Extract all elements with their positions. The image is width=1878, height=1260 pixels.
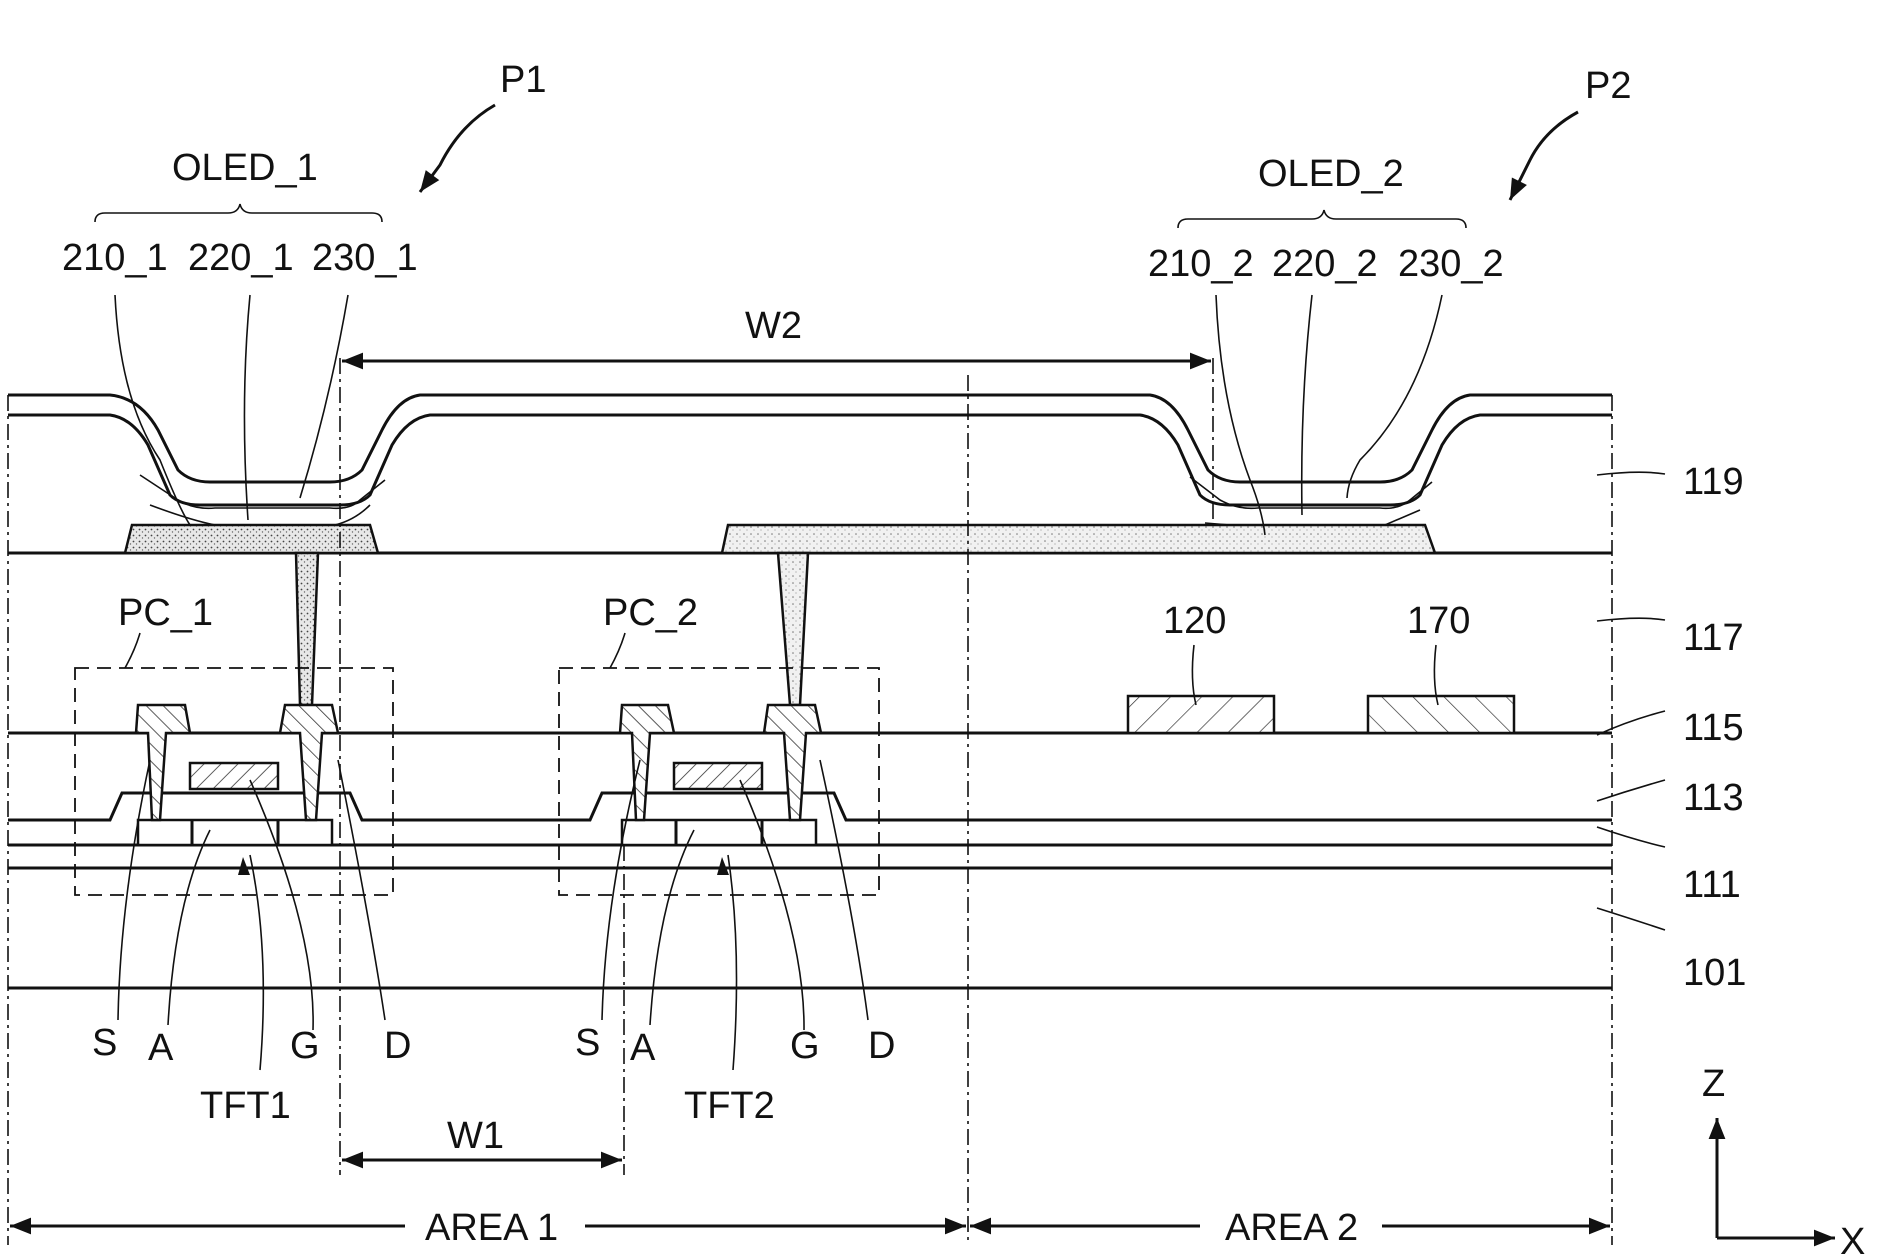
oled2-lower-layer (1205, 510, 1420, 525)
label-axis-x: X (1840, 1221, 1865, 1260)
label-oled2: OLED_2 (1258, 153, 1404, 195)
label-210-1: 210_1 (62, 237, 168, 279)
leader-tft1-s (118, 760, 150, 1020)
label-oled1: OLED_1 (172, 147, 318, 189)
leader-230-2 (1347, 295, 1442, 498)
label-tft2-s: S (575, 1022, 600, 1064)
leader-101 (1597, 908, 1665, 930)
label-layer-101: 101 (1683, 952, 1746, 994)
label-tft1-s: S (92, 1022, 117, 1064)
label-230-2: 230_2 (1398, 243, 1504, 285)
label-220-1: 220_1 (188, 237, 294, 279)
tft1-source (136, 705, 190, 820)
label-area1: AREA 1 (425, 1207, 558, 1249)
tft1 (75, 668, 393, 895)
label-pc1: PC_1 (118, 592, 213, 634)
via-contact-1 (296, 553, 318, 705)
label-w1: W1 (447, 1115, 504, 1157)
pixel-electrode-210-2 (722, 525, 1435, 553)
leader-117 (1597, 618, 1665, 621)
leader-tft1-g (250, 780, 313, 1030)
label-tft2-g: G (790, 1025, 820, 1067)
tft2 (559, 668, 879, 895)
leader-pc1 (125, 633, 140, 668)
label-220-2: 220_2 (1272, 243, 1378, 285)
leader-tft1 (250, 855, 263, 1070)
upper-electrode-line (8, 395, 1612, 482)
encap-line (8, 415, 1612, 505)
oled1-brace (95, 204, 382, 222)
p2-pointer-arrow (1510, 112, 1578, 200)
layer-113-top-line (8, 793, 1612, 820)
leader-210-2 (1216, 295, 1265, 535)
component-170 (1368, 696, 1514, 733)
label-w2: W2 (745, 305, 802, 347)
label-layer-113: 113 (1683, 777, 1744, 819)
label-tft1-g: G (290, 1025, 320, 1067)
oled2-brace (1178, 210, 1466, 228)
leader-210-1 (115, 295, 190, 525)
via-contact-2 (778, 553, 808, 705)
label-tft2-d: D (868, 1025, 895, 1067)
leader-pc2 (610, 633, 625, 668)
label-axis-z: Z (1702, 1063, 1725, 1105)
label-tft1: TFT1 (200, 1085, 291, 1127)
label-120: 120 (1163, 600, 1226, 642)
label-tft2-a: A (630, 1027, 656, 1069)
leader-tft2-a (650, 830, 694, 1025)
leader-115 (1597, 711, 1665, 735)
leader-113 (1597, 780, 1665, 801)
tft1-drain (280, 705, 338, 820)
leader-tft2 (728, 855, 737, 1070)
label-layer-117: 117 (1683, 617, 1744, 659)
leader-220-1 (244, 295, 250, 520)
layer-119 (8, 395, 1612, 525)
label-210-2: 210_2 (1148, 243, 1254, 285)
label-pc2: PC_2 (603, 592, 698, 634)
label-tft2: TFT2 (684, 1085, 775, 1127)
label-layer-115: 115 (1683, 707, 1744, 749)
tft2-gate (674, 763, 762, 789)
p1-pointer-arrow (420, 105, 495, 192)
tft2-drain (764, 705, 821, 820)
label-layer-119: 119 (1683, 461, 1744, 503)
label-tft1-a: A (148, 1027, 174, 1069)
label-170: 170 (1407, 600, 1470, 642)
component-120 (1128, 696, 1274, 733)
label-p2: P2 (1585, 65, 1631, 107)
label-230-1: 230_1 (312, 237, 418, 279)
leader-tft1-d (338, 760, 385, 1020)
leader-119 (1597, 472, 1665, 475)
tft2-active-layer (622, 820, 816, 845)
tft2-source (620, 705, 674, 820)
label-layer-111: 111 (1683, 864, 1741, 906)
tft1-gate (190, 763, 278, 789)
leader-tft1-a (168, 830, 210, 1025)
label-tft1-d: D (384, 1025, 411, 1067)
leader-tft2-d (820, 760, 868, 1020)
label-area2: AREA 2 (1225, 1207, 1358, 1249)
label-p1: P1 (500, 59, 546, 101)
tft1-active-layer (138, 820, 332, 845)
